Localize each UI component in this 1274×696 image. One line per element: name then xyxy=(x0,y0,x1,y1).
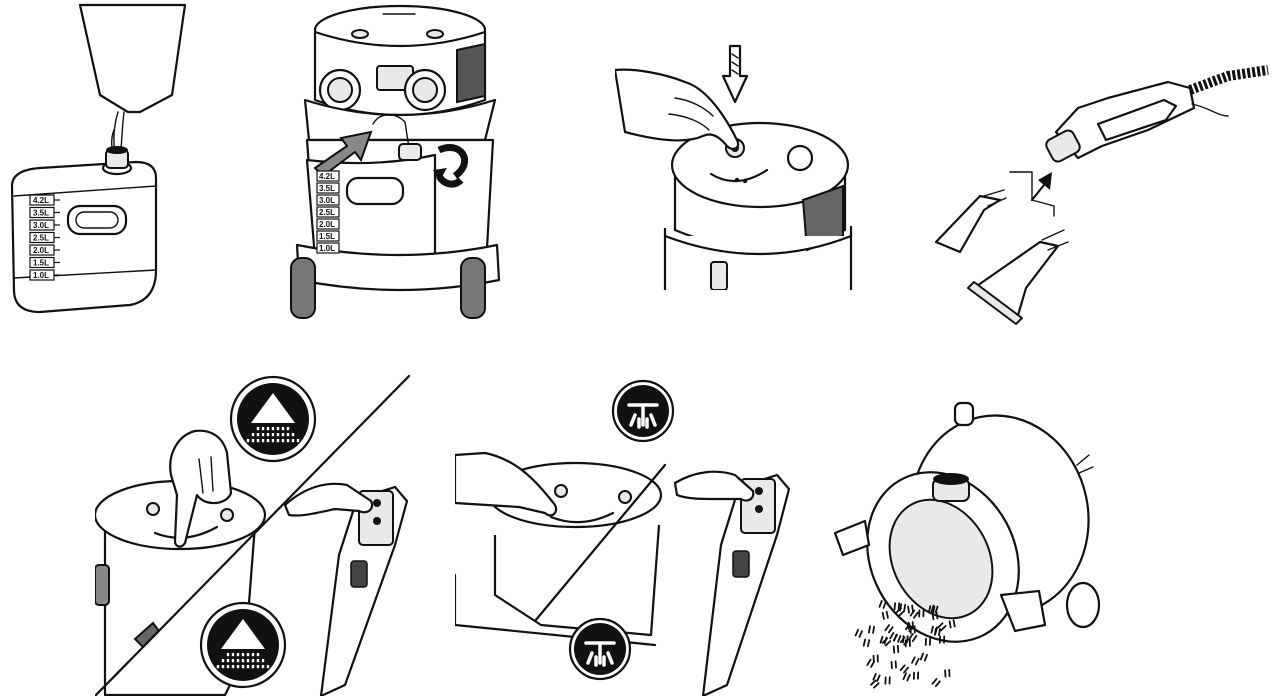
scale-label: 2.0L xyxy=(33,246,49,255)
suction-icon xyxy=(570,619,630,679)
pressing-hand xyxy=(615,70,738,149)
spray-handle xyxy=(703,475,789,696)
scale-label: 3.5L xyxy=(319,184,335,193)
step-attach-tank: 4.2L 3.5L 3.0L 2.5L 2.0L 1.5L 1.0L xyxy=(285,0,510,325)
suction-icon xyxy=(613,381,673,441)
scale-label: 3.0L xyxy=(33,221,49,230)
step-suction-mode xyxy=(455,375,800,696)
scale-label: 1.5L xyxy=(33,259,49,268)
scale-label: 4.2L xyxy=(319,172,335,181)
dirty-water-tank xyxy=(835,399,1105,669)
scale-label: 2.5L xyxy=(33,234,49,243)
wide-nozzle xyxy=(968,230,1068,324)
spray-handle xyxy=(1044,70,1268,164)
scale-label: 3.0L xyxy=(319,196,335,205)
scale-label: 2.0L xyxy=(319,220,335,229)
step-spray-mode xyxy=(95,375,410,696)
scale-label: 1.0L xyxy=(319,244,335,253)
appliance-tank-scale: 4.2L 3.5L 3.0L 2.5L 2.0L 1.5L 1.0L xyxy=(317,171,339,253)
hose xyxy=(1190,70,1268,90)
step-empty-tank xyxy=(825,395,1105,696)
step-press-pump-switch xyxy=(615,40,855,290)
step-fill-tank: 4.2L 3.5L 3.0L 2.5L 2.0L 1.5L 1.0L xyxy=(0,0,200,330)
spray-handle xyxy=(321,487,407,696)
step-attach-nozzle xyxy=(928,60,1274,325)
scale-label: 2.5L xyxy=(319,208,335,217)
down-arrow-icon xyxy=(723,46,747,102)
pressing-hand xyxy=(675,472,753,501)
appliance-top xyxy=(665,123,851,290)
scale-label: 1.5L xyxy=(319,232,335,241)
spray-icon xyxy=(231,377,315,461)
scale-label: 1.0L xyxy=(33,271,49,280)
detergent-bottle xyxy=(80,5,185,112)
scale-label: 3.5L xyxy=(33,209,49,218)
spray-icon xyxy=(201,603,285,687)
scale-label: 4.2L xyxy=(33,196,49,205)
narrow-nozzle xyxy=(936,190,1006,252)
